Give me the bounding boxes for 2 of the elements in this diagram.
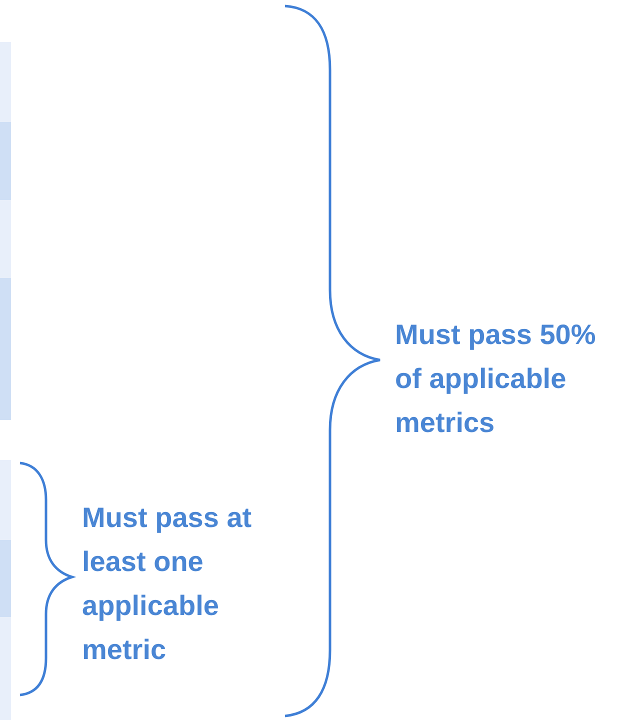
note-text: Must pass at least one applicable metric	[82, 501, 253, 667]
note-text: Must pass 50% of applicable metrics	[395, 318, 597, 440]
